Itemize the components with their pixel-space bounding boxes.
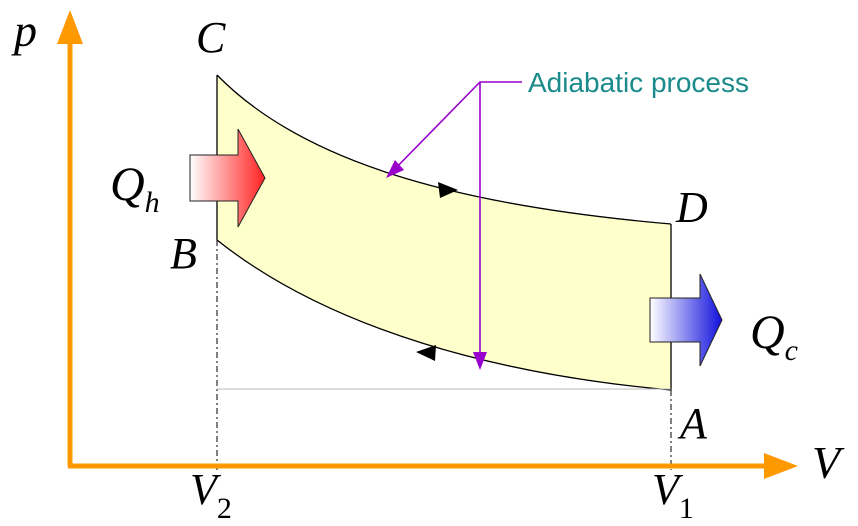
heat-out-sub: c	[785, 334, 798, 367]
adiabatic-label: Adiabatic process	[528, 67, 749, 98]
heat-in-label: Qh	[110, 158, 160, 219]
point-d-label: D	[675, 183, 708, 232]
volume-v2-base: V	[190, 465, 222, 514]
callout-arrowhead-lower	[473, 352, 487, 370]
heat-out-arrow	[649, 273, 723, 367]
y-axis-label: p	[11, 5, 37, 56]
heat-out-label: Qc	[750, 306, 798, 367]
callout-leader	[387, 81, 522, 177]
cycle-region	[217, 75, 671, 390]
x-axis-label: V	[812, 437, 845, 488]
x-axis-arrow	[764, 453, 798, 479]
direction-arrow-top	[438, 182, 458, 198]
heat-in-arrow	[189, 128, 266, 228]
direction-arrow-bottom	[416, 345, 436, 361]
point-c-label: C	[196, 13, 226, 62]
heat-in-sub: h	[145, 186, 160, 219]
volume-v1-label: V1	[652, 465, 694, 525]
heat-out-base: Q	[750, 306, 785, 359]
volume-v1-base: V	[652, 465, 684, 514]
volume-v1-sub: 1	[679, 492, 694, 525]
volume-v2-sub: 2	[217, 492, 232, 525]
point-a-label: A	[677, 399, 708, 448]
curve-b-a	[216, 239, 672, 391]
callout-arrowhead-upper	[386, 160, 404, 178]
volume-v2-label: V2	[190, 465, 232, 525]
heat-in-base: Q	[110, 158, 145, 211]
y-axis-arrow	[57, 10, 83, 44]
point-b-label: B	[170, 229, 197, 278]
